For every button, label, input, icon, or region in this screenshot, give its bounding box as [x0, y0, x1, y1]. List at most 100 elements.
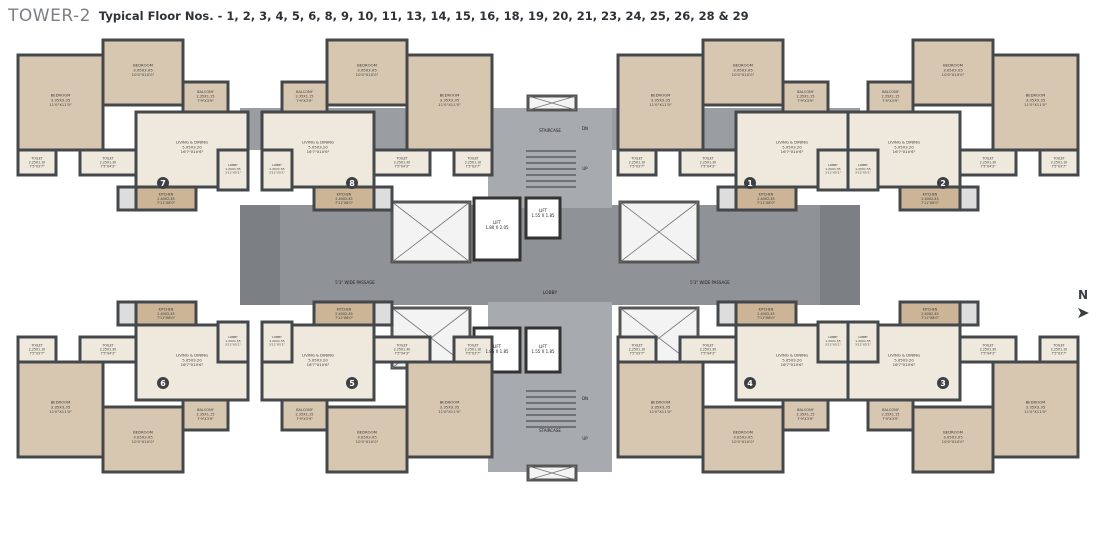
- unit7-bedroom-2: [101, 38, 185, 107]
- stair-lower-up: UP: [582, 436, 588, 441]
- tower-title: TOWER-2: [8, 6, 91, 26]
- lift-car-ul: [472, 196, 522, 262]
- unit2-bedroom-2: [911, 38, 995, 107]
- stair-tread: [526, 174, 576, 176]
- unit7-toilet-1: [16, 148, 58, 177]
- lift-car-lr: [524, 326, 562, 374]
- unit7-dry-balcony: [116, 185, 138, 212]
- duct-upper-right-cross: [619, 201, 699, 263]
- lift-lobby-right: [820, 205, 860, 305]
- lift-lobby-left: [240, 205, 280, 305]
- unit8-bedroom-1: [405, 53, 494, 152]
- stair-upper-label: STAIRCASE: [539, 128, 561, 133]
- stair-tread: [526, 396, 576, 398]
- stair-lower-label: STAIRCASE: [539, 428, 561, 433]
- stair-tread: [526, 420, 576, 422]
- unit3-unit-lobby: [846, 320, 880, 364]
- unit3-bedroom-2: [911, 405, 995, 474]
- unit6-dry-balcony: [116, 300, 138, 327]
- unit4-bedroom-1: [616, 360, 705, 459]
- unit3-balcony: [866, 398, 915, 432]
- stair-upper-dn: DN: [582, 126, 588, 131]
- stair-bottom-vent-cross: [527, 465, 577, 481]
- unit8-bedroom-2: [325, 38, 409, 107]
- stair-tread: [526, 180, 576, 182]
- unit-1-number: 1: [747, 179, 753, 188]
- unit2-dry-balcony: [958, 185, 980, 212]
- unit-5-number: 5: [349, 379, 355, 388]
- unit-5-number-marker: [346, 377, 358, 389]
- stair-tread: [526, 426, 576, 428]
- unit4-toilet-2: [678, 335, 738, 364]
- duct-upper-left-cross: [391, 201, 471, 263]
- unit3-bedroom-1: [991, 360, 1080, 459]
- unit6-bedroom-1: [16, 360, 105, 459]
- unit1-dry-balcony: [716, 185, 738, 212]
- unit-2-number: 2: [940, 179, 946, 188]
- unit-2-number-marker: [937, 177, 949, 189]
- north-arrow-icon: ➤: [1076, 303, 1090, 322]
- header: TOWER-2 Typical Floor Nos. - 1, 2, 3, 4,…: [8, 4, 749, 28]
- stair-tread: [526, 402, 576, 404]
- unit-6-number: 6: [160, 379, 166, 388]
- unit-3-number-marker: [937, 377, 949, 389]
- unit4-toilet-1: [616, 335, 658, 364]
- unit5-bedroom-1: [405, 360, 494, 459]
- unit3-toilet-1: [1038, 335, 1080, 364]
- unit4-bedroom-2: [701, 405, 785, 474]
- north-label: N: [1077, 288, 1089, 302]
- unit7-unit-lobby: [216, 148, 250, 192]
- unit1-bedroom-1: [616, 53, 705, 152]
- north-indicator: N ➤: [1068, 288, 1098, 322]
- unit5-toilet-1: [452, 335, 494, 364]
- stair-tread: [526, 408, 576, 410]
- unit4-dry-balcony: [716, 300, 738, 327]
- unit-8-number: 8: [349, 179, 355, 188]
- unit-7-number: 7: [160, 179, 166, 188]
- unit-1-number-marker: [744, 177, 756, 189]
- stair-tread: [526, 390, 576, 392]
